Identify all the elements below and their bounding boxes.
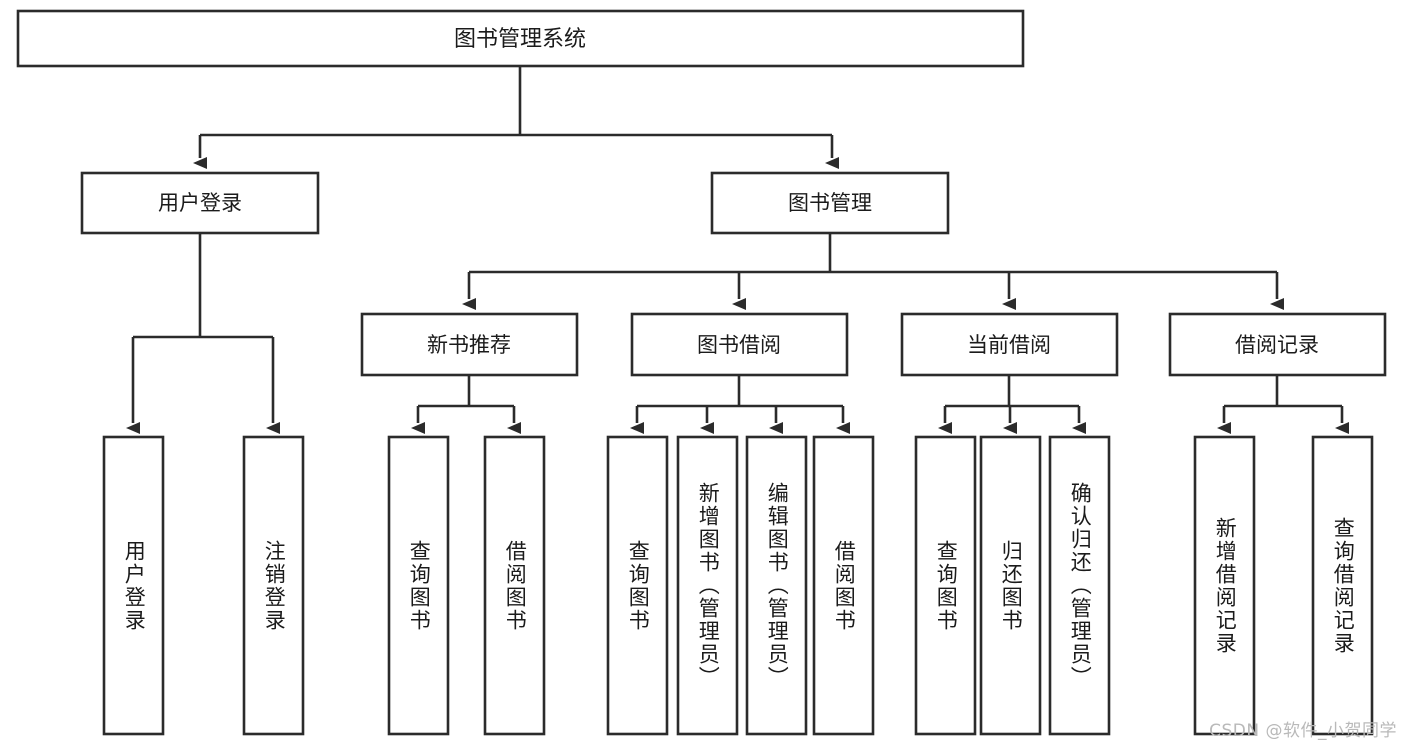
node-root[interactable]: 图书管理系统 — [16, 9, 1025, 68]
node-user-login-label: 用户登录 — [158, 191, 242, 215]
leaf-box-borrow-book-2[interactable] — [812, 435, 875, 736]
node-borrow-record[interactable]: 借阅记录 — [1168, 312, 1387, 377]
connector-record-to-leaves — [1217, 376, 1349, 434]
node-borrow-record-label: 借阅记录 — [1235, 333, 1319, 357]
leaf-box-query-record[interactable] — [1311, 435, 1374, 736]
node-current-borrow[interactable]: 当前借阅 — [900, 312, 1119, 377]
leaf-box-confirm-return[interactable] — [1048, 435, 1111, 736]
watermark-text: CSDN @软件_小贺同学 — [1209, 721, 1397, 741]
node-new-book-recommend[interactable]: 新书推荐 — [360, 312, 579, 377]
node-new-book-recommend-label: 新书推荐 — [427, 333, 511, 357]
connector-newbook-to-leaves — [411, 376, 521, 434]
leaf-box-user-login[interactable] — [102, 435, 165, 736]
node-book-borrow-label: 图书借阅 — [697, 333, 781, 357]
leaf-box-query-book-2[interactable] — [606, 435, 669, 736]
leaf-box-add-book[interactable] — [676, 435, 739, 736]
node-current-borrow-label: 当前借阅 — [967, 333, 1051, 357]
leaf-box-query-book-3[interactable] — [914, 435, 977, 736]
leaf-box-borrow-book-1[interactable] — [483, 435, 546, 736]
connector-userlogin-to-leaves — [126, 233, 280, 434]
leaf-box-return-book[interactable] — [979, 435, 1042, 736]
connector-borrow-to-leaves — [630, 376, 850, 434]
leaf-box-user-logout[interactable] — [242, 435, 305, 736]
leaf-box-query-book-1[interactable] — [387, 435, 450, 736]
leaf-box-edit-book[interactable] — [745, 435, 808, 736]
connector-current-to-leaves — [938, 376, 1086, 434]
connector-root-to-level2 — [193, 66, 839, 169]
node-root-label: 图书管理系统 — [454, 27, 586, 52]
leaf-box-add-record[interactable] — [1193, 435, 1256, 736]
node-book-management-label: 图书管理 — [788, 191, 872, 215]
node-book-borrow[interactable]: 图书借阅 — [630, 312, 849, 377]
connector-bookmgmt-to-level3 — [462, 233, 1284, 310]
node-user-login[interactable]: 用户登录 — [80, 171, 320, 235]
node-book-management[interactable]: 图书管理 — [710, 171, 950, 235]
